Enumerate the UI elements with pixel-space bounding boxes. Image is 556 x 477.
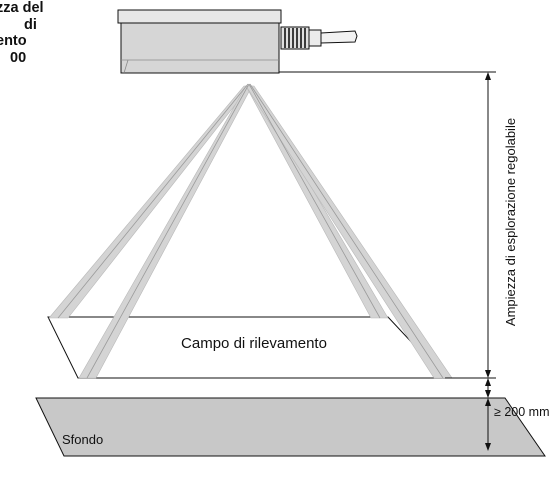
sensor-device: [117, 9, 358, 74]
sensor-front-face: [120, 22, 280, 74]
dimension-lines: [279, 71, 505, 448]
beam-edges: [57, 83, 444, 379]
cable: [320, 30, 358, 44]
heading-line: ento: [0, 33, 27, 49]
beam-inner-right: [245, 85, 389, 319]
heading-line: 00: [10, 49, 27, 66]
min-distance-label: ≥ 200 mm: [494, 405, 550, 419]
adjustable-range-label: Ampiezza di esplorazione regolabile: [503, 118, 518, 326]
arrowheads: [485, 72, 491, 451]
beam-outer-left: [48, 85, 251, 319]
connector: [280, 26, 358, 50]
heading-line: di: [24, 16, 37, 33]
sensor-top-face: [117, 9, 282, 24]
background-plate: [35, 397, 546, 457]
heading-line: zza del: [0, 0, 44, 16]
background-label: Sfondo: [62, 432, 103, 447]
cropped-heading: zza del di ento 00: [0, 0, 120, 66]
light-beams: [48, 85, 453, 379]
detection-field-label: Campo di rilevamento: [181, 335, 327, 352]
